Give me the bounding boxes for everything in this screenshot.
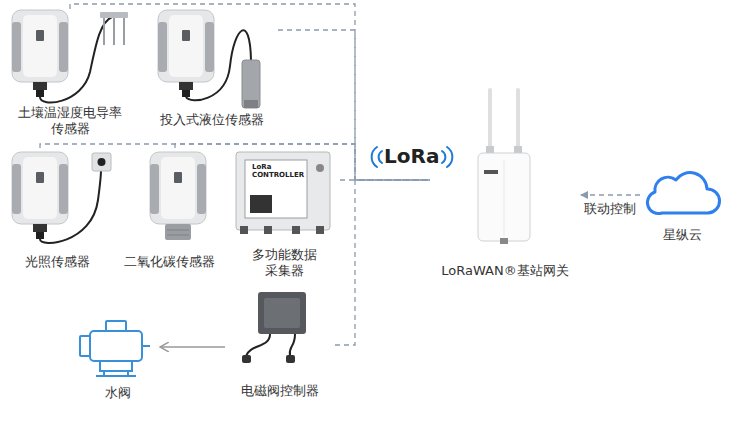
cloud-node: 星纵云 xyxy=(640,168,725,245)
node-label: 水阀 xyxy=(105,385,131,401)
arrow-connector xyxy=(160,346,225,348)
valve-controller-picture xyxy=(242,292,306,363)
node-label: 星纵云 xyxy=(663,227,702,243)
sensor-node: 二氧化碳传感器 xyxy=(115,148,223,272)
sensor-node: 土壤温湿度电导率传感器 xyxy=(5,9,135,139)
controller-picture xyxy=(236,152,330,234)
node-label: 土壤温湿度电导率传感器 xyxy=(16,105,124,137)
valve-node: 水阀 xyxy=(75,318,160,403)
soil-sensor-picture xyxy=(12,10,128,103)
controller-node: 电磁阀控制器 xyxy=(225,290,335,401)
light-sensor-picture xyxy=(12,152,111,243)
node-label: LoRaWAN®基站网关 xyxy=(441,263,568,279)
node-label: 光照传感器 xyxy=(25,254,90,270)
lora-logo-text: LoRa xyxy=(384,144,439,168)
node-label: 二氧化碳传感器 xyxy=(124,254,215,270)
gateway-picture xyxy=(478,90,530,244)
sensor-node: 光照传感器 xyxy=(5,148,110,272)
dashed-connector xyxy=(580,194,640,195)
level-sensor-picture xyxy=(158,10,260,108)
node-label: 投入式液位传感器 xyxy=(160,112,264,128)
edge-label: 联动控制 xyxy=(582,201,638,217)
water-valve-icon xyxy=(80,321,150,376)
collector-node: 多功能数据采集器 xyxy=(228,148,340,281)
device-print-text: LoRa CONTROLLER xyxy=(252,163,302,179)
node-label: 多功能数据采集器 xyxy=(250,247,318,279)
dashed-connector xyxy=(70,4,430,180)
cloud-icon xyxy=(647,173,719,214)
co2-sensor-picture xyxy=(150,152,206,240)
gateway-node: LoRaWAN®基站网关 xyxy=(430,85,580,281)
dashed-connector xyxy=(335,180,430,345)
dashed-connector xyxy=(40,144,430,180)
node-label: 电磁阀控制器 xyxy=(241,383,319,399)
sensor-node: 投入式液位传感器 xyxy=(146,9,278,130)
